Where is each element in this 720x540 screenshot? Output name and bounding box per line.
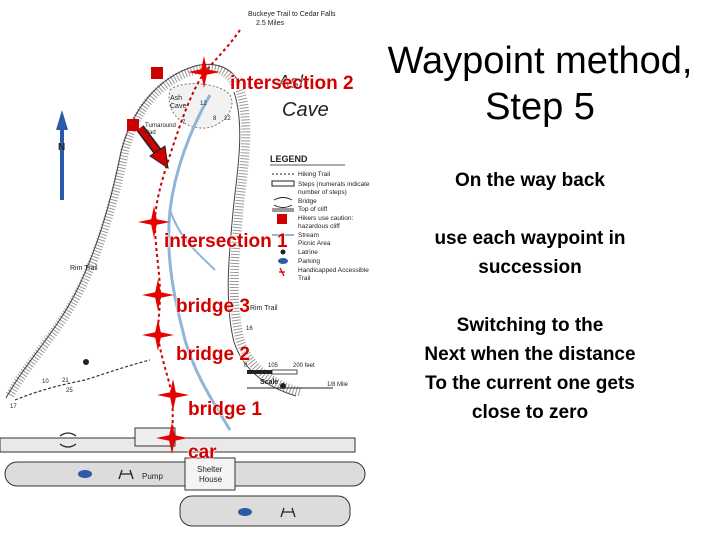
slide-body: On the way back use each waypoint in suc… [380, 166, 680, 427]
legend-title: LEGEND [270, 154, 308, 164]
svg-text:N: N [58, 142, 65, 153]
legend-symbol [273, 197, 293, 208]
stream-branch [169, 209, 216, 271]
legend-symbol [279, 267, 285, 277]
rim-trail-right-label: Rim Trail [250, 305, 278, 312]
step-count-7: 7 [182, 120, 186, 126]
legend-item: Hiking Trail [298, 171, 331, 178]
body-heading: On the way back [455, 170, 605, 191]
body-rule-1: Switching to the [456, 315, 604, 336]
shelter-house-building [184, 457, 236, 491]
scale-200: 200 feet [293, 363, 315, 369]
shelter-label-1: Shelter [197, 465, 223, 474]
rim-trail-left-label: Rim Trail [70, 265, 98, 272]
step-count-21: 21 [62, 378, 69, 384]
place-name-cave: Cave [282, 99, 329, 121]
legend-item: Hikers use caution: [298, 215, 353, 222]
scale-105: 105 [268, 363, 279, 369]
scale-label: Scale [260, 379, 278, 386]
waypoint-label-car: car [188, 442, 217, 463]
legend-item: Latrine [298, 249, 318, 256]
inner-cliff-edge [227, 91, 297, 397]
step-count-25: 25 [66, 388, 73, 394]
waypoint-star-bridge-2 [142, 319, 174, 351]
place-name-ash: Ash [277, 72, 309, 92]
slide-title: Waypoint method, Step 5 [370, 38, 710, 130]
car-parking-icon [78, 470, 252, 516]
step-count-8: 8 [213, 116, 217, 122]
rim-trail-left [14, 359, 151, 401]
waypoint-label-bridge-1: bridge 1 [188, 399, 262, 420]
legend-symbol [271, 180, 295, 187]
outer-cliff-edge [5, 63, 241, 399]
waypoint-star-bridge-3 [142, 279, 174, 311]
waypoint-label-intersection-2: intersection 2 [230, 73, 354, 94]
road-bridge-icon [59, 432, 77, 448]
picnic-table-icon [118, 469, 296, 518]
body-rule-2: Next when the distance [424, 344, 636, 365]
legend-item: Steps (numerals indicate [298, 181, 370, 188]
shelter-label-2: House [199, 475, 223, 484]
legend-item: Stream [298, 232, 319, 239]
buckeye-trail-label: Buckeye Trail to Cedar Falls [248, 11, 336, 18]
waypoint-stars [138, 56, 220, 454]
waypoint-label-intersection-1: intersection 1 [164, 231, 288, 252]
scale-zero: 0 [244, 363, 248, 369]
waypoint-star-intersection-1 [138, 206, 170, 238]
step-count-10: 10 [42, 379, 49, 385]
legend-item: Trail [298, 275, 311, 282]
direction-arrow [136, 125, 169, 170]
step-count-17: 17 [10, 404, 17, 410]
parking-area-bottom [179, 495, 351, 527]
legend-item: Picnic Area [298, 240, 331, 247]
latrine-dot [83, 359, 89, 365]
turnaround-label-1: Turnaround [145, 123, 176, 129]
body-rule-4: close to zero [471, 402, 589, 423]
trail-map: N Buckeye Trail to Cedar Falls 2.5 Miles… [0, 11, 370, 527]
body-rule-3: To the current one gets [425, 373, 635, 394]
outer-cliff-line [6, 63, 240, 398]
ash-cave-small-2: Cave [170, 103, 186, 110]
legend-symbol [278, 258, 288, 264]
legend-symbol [280, 249, 286, 255]
slide-title-line-2: Step 5 [485, 86, 595, 128]
waypoint-star-intersection-2 [188, 56, 220, 88]
step-count-16: 16 [246, 326, 253, 332]
body-instruction-2: succession [478, 257, 582, 278]
stream-line [167, 94, 232, 431]
turnaround-label-2: Pad [145, 130, 156, 136]
step-count-12: 12 [200, 101, 207, 107]
legend-symbol [272, 208, 294, 212]
legend-item: number of steps) [298, 189, 347, 196]
inner-cliff-line [229, 88, 302, 397]
waypoint-label-bridge-2: bridge 2 [176, 344, 250, 365]
hazard-cliff-icon [127, 67, 163, 131]
legend-symbol [277, 214, 287, 224]
legend-item: Parking [298, 258, 320, 265]
scale-mile: 1/8 Mile [327, 382, 349, 388]
legend-item: Handicapped Accessible [298, 267, 369, 274]
slide-title-line-1: Waypoint method, [387, 40, 693, 82]
waypoint-label-bridge-3: bridge 3 [176, 296, 250, 317]
legend-item: hazardous cliff [298, 223, 340, 230]
body-instruction-1: use each waypoint in [434, 228, 626, 249]
pump-label: Pump [142, 472, 163, 481]
legend-item: Top of cliff [298, 206, 327, 213]
step-count-22: 22 [224, 116, 231, 122]
buckeye-distance-label: 2.5 Miles [256, 20, 285, 27]
legend-item: Bridge [298, 198, 317, 205]
waypoint-star-bridge-1 [157, 379, 189, 411]
ash-cave-small-1: Ash [170, 95, 182, 102]
map-scale: 0 105 200 feet Scale 1/8 Mile [244, 363, 349, 389]
north-arrow-icon: N [56, 110, 68, 200]
hiking-route [153, 29, 241, 439]
waypoint-star-car [156, 422, 188, 454]
